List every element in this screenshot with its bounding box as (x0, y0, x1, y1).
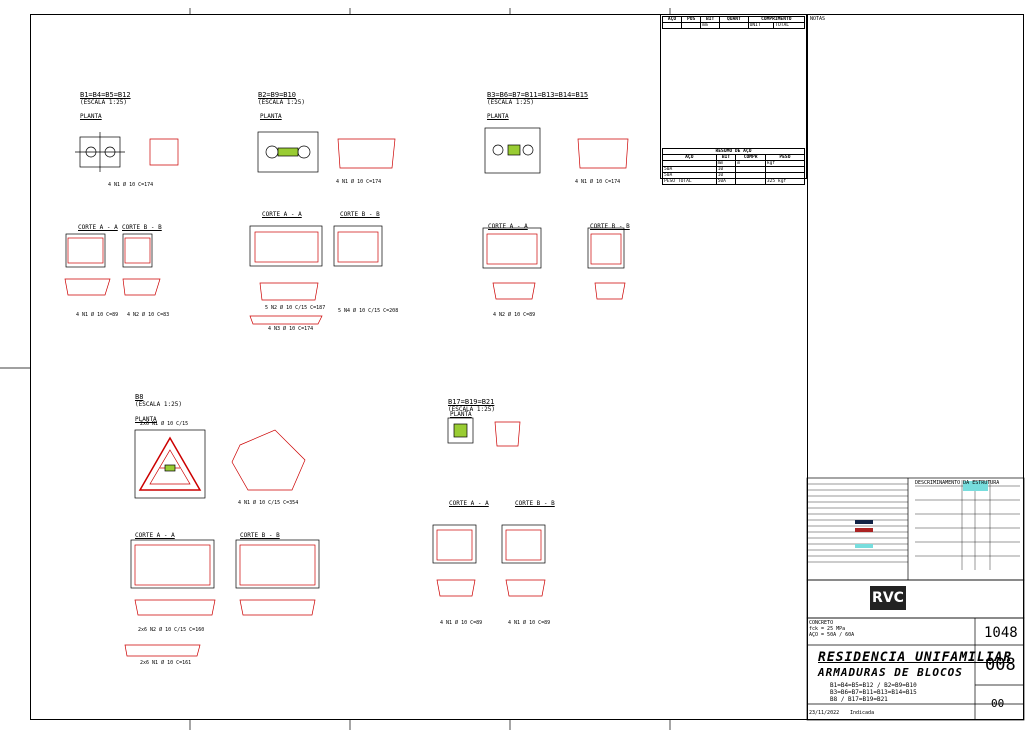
stamp-date: 23/11/2022 (809, 710, 840, 716)
stamp-aco: AÇO = 50A / 60A (809, 632, 855, 638)
b3-bar2: 4 N2 Ø 10 C=89 (493, 312, 536, 318)
steel-sub-total: TOTAL (773, 22, 805, 29)
stamp-scale: Indicada (850, 710, 875, 716)
notes-column-frame (807, 14, 1024, 720)
b17-corte-b: CORTE B - B (515, 500, 555, 507)
b3-corte-a: CORTE A - A (488, 223, 528, 230)
b17-bar1: 4 N1 Ø 10 C=89 (440, 620, 483, 626)
b8-dim: 2x6 N1 Ø 10 C/15 (140, 421, 189, 427)
b8-title: B8 (135, 393, 144, 401)
stamp-item-2: B3=B6=B7=B11=B13=B14=B15 (830, 689, 917, 696)
notes-title: NOTAS (810, 16, 826, 22)
company-logo: RVC (870, 586, 906, 610)
b2-bar1: 4 N1 Ø 10 C=174 (336, 179, 382, 185)
b3-corte-b: CORTE B - B (590, 223, 630, 230)
b2-bar2: 5 N2 Ø 10 C/15 C=187 (265, 305, 326, 311)
b1-planta: PLANTA (80, 113, 102, 120)
steel-unit-bit: mm (700, 22, 721, 29)
structure-title: DESCRIMINAMENTO DA ESTRUTURA (915, 480, 1000, 486)
b8-corte-b: CORTE B - B (240, 532, 280, 539)
b17-planta: PLANTA (450, 411, 472, 418)
b8-bar2: 2x6 N2 Ø 10 C/15 C=160 (138, 627, 205, 633)
stamp-concreto: CONCRETO (809, 620, 834, 626)
b2-corte-a: CORTE A - A (262, 211, 302, 218)
b2-title: B2=B9=B10 (258, 91, 296, 99)
b3-planta: PLANTA (487, 113, 509, 120)
b1-corte-a: CORTE A - A (78, 224, 118, 231)
b2-planta: PLANTA (260, 113, 282, 120)
resumo-total-label: PESO TOTAL (662, 178, 717, 185)
stamp-subject: ARMADURAS DE BLOCOS (818, 666, 963, 679)
b3-bar1: 4 N1 Ø 10 C=174 (575, 179, 621, 185)
b3-title: B3=B6=B7=B11=B13=B14=B15 (487, 91, 589, 99)
b2-corte-b: CORTE B - B (340, 211, 380, 218)
b1-bar3: 4 N2 Ø 10 C=83 (127, 312, 170, 318)
stamp-project: RESIDENCIA UNIFAMILIAR (818, 650, 1013, 665)
b2-bar3: 5 N4 Ø 10 C/15 C=208 (338, 308, 399, 314)
b17-title: B17=B19=B21 (448, 398, 495, 406)
b8-bar1: 4 N1 Ø 10 C/15 C=354 (238, 500, 299, 506)
b1-scale: (ESCALA 1:25) (80, 99, 127, 106)
b2-bar4: 4 N3 Ø 10 C=174 (268, 326, 314, 332)
b1-bar1: 4 N1 Ø 10 C=174 (108, 182, 154, 188)
revision: 00 (991, 697, 1005, 710)
sheet-number: 1048 (984, 625, 1018, 641)
b17-bar2: 4 N1 Ø 10 C=89 (508, 620, 551, 626)
b2-scale: (ESCALA 1:25) (258, 99, 305, 106)
stamp-item-3: B8 / B17=B19=B21 (830, 696, 888, 703)
b17-corte-a: CORTE A - A (449, 500, 489, 507)
resumo-total-value: 325 kgf (764, 178, 806, 185)
steel-table: AÇO POS BIT QUANT COMPRIMENTO mm UNIT TO… (661, 16, 806, 29)
b3-scale: (ESCALA 1:25) (487, 99, 534, 106)
b1-bar2: 4 N1 Ø 10 C=89 (76, 312, 119, 318)
b8-planta: PLANTA (135, 416, 157, 423)
b1-corte-b: CORTE B - B (122, 224, 162, 231)
b1-title: B1=B4=B5=B12 (80, 91, 131, 99)
general-notes: NOTAS (810, 16, 1022, 471)
b17-scale: (ESCALA 1:25) (448, 406, 495, 413)
b8-corte-a: CORTE A - A (135, 532, 175, 539)
stamp-fck: fck = 25 MPa (809, 626, 846, 632)
b8-scale: (ESCALA 1:25) (135, 401, 182, 408)
stamp-item-1: B1=B4=B5=B12 / B2=B9=B10 (830, 682, 917, 689)
steel-sub-unit: UNIT (747, 22, 775, 29)
drawing-number: 008 (985, 655, 1016, 675)
b8-bar3: 2x6 N1 Ø 10 C=161 (140, 660, 192, 666)
resumo-total-unit: 50A (715, 178, 737, 185)
